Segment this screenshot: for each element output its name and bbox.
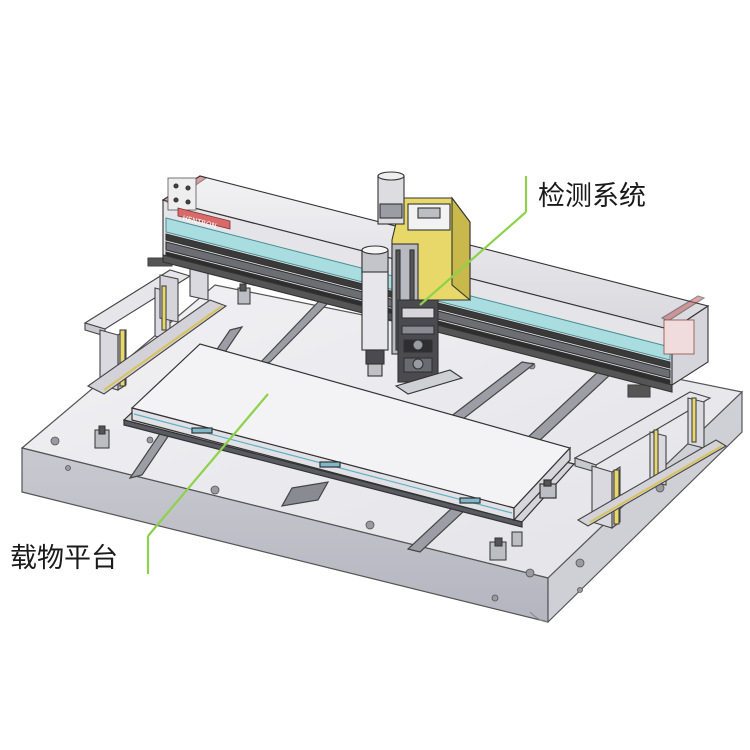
right-support-column [573, 384, 728, 530]
base-plate-side [547, 390, 743, 624]
callout-label-carrier-platform: 载物平台 [10, 543, 118, 574]
callout-label-detection-system: 检测系统 [538, 181, 646, 212]
detection-head [361, 171, 471, 395]
left-support-column [83, 257, 228, 395]
callout-line-detection-diag [419, 211, 527, 306]
carrier-platform [122, 343, 576, 528]
callout-lines [146, 176, 528, 574]
callout-line-platform-diag [147, 393, 269, 537]
base-brackets [94, 283, 523, 561]
